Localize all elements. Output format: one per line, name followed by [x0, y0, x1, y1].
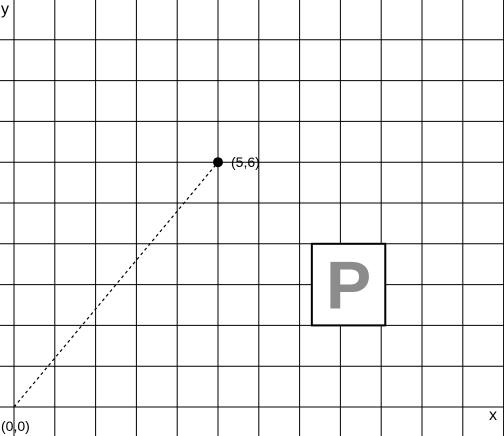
x-axis-label: x — [489, 407, 497, 424]
parking-sign: P — [310, 242, 387, 327]
dashed-line-origin-to-point — [13, 161, 219, 408]
point-label: (5,6) — [231, 154, 260, 170]
parking-icon: P — [326, 248, 371, 324]
origin-label: (0,0) — [1, 418, 30, 434]
point-marker — [213, 157, 223, 168]
y-axis-label: y — [1, 1, 9, 18]
parking-sign-frame — [310, 242, 387, 327]
